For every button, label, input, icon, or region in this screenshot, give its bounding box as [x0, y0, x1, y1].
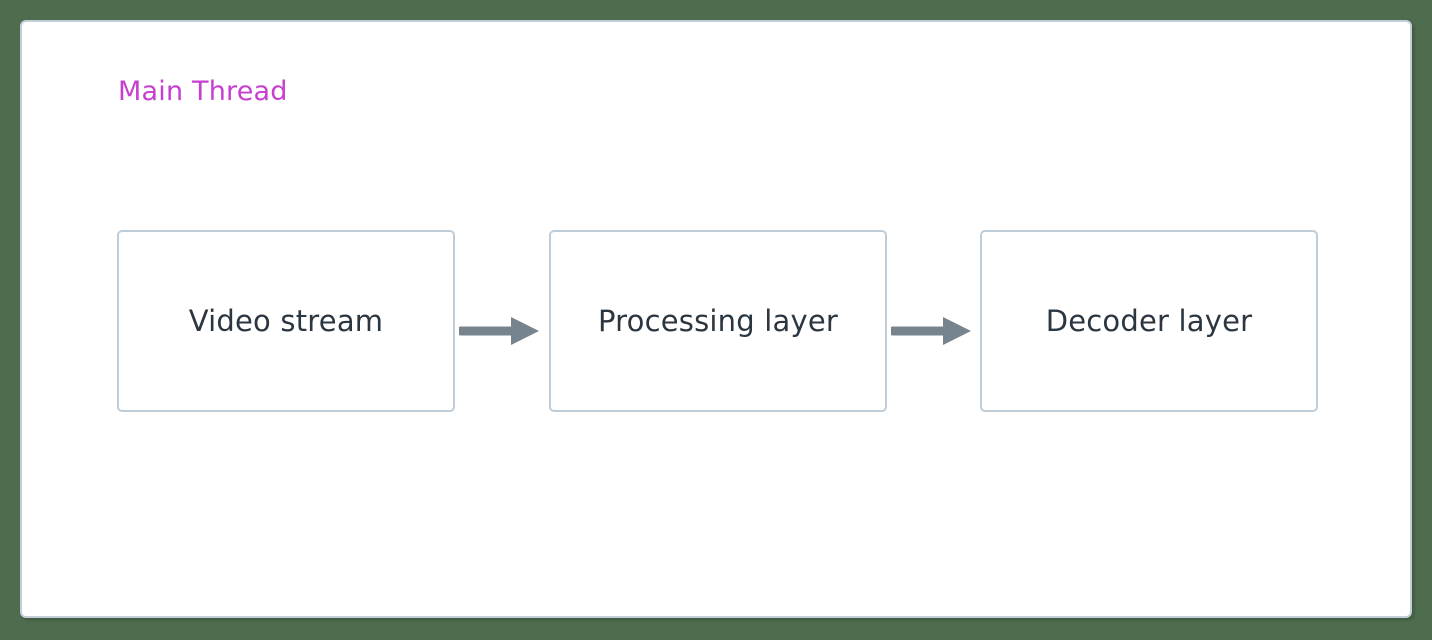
arrow-right-icon	[891, 317, 971, 345]
node-decoder-layer[interactable]: Decoder layer	[980, 230, 1318, 412]
edge-processing-layer-to-decoder-layer	[891, 312, 985, 350]
cluster-title: Main Thread	[118, 76, 288, 107]
node-label: Video stream	[188, 303, 384, 338]
node-processing-layer[interactable]: Processing layer	[549, 230, 887, 412]
edge-video-stream-to-processing-layer	[459, 312, 553, 350]
node-label: Decoder layer	[1045, 303, 1253, 338]
node-row: Video stream Processing layer Decoder la…	[22, 22, 1410, 616]
node-label: Processing layer	[597, 303, 839, 338]
main-thread-cluster: Main Thread Video stream Processing laye…	[20, 20, 1412, 618]
arrow-right-icon	[459, 317, 539, 345]
node-video-stream[interactable]: Video stream	[117, 230, 455, 412]
